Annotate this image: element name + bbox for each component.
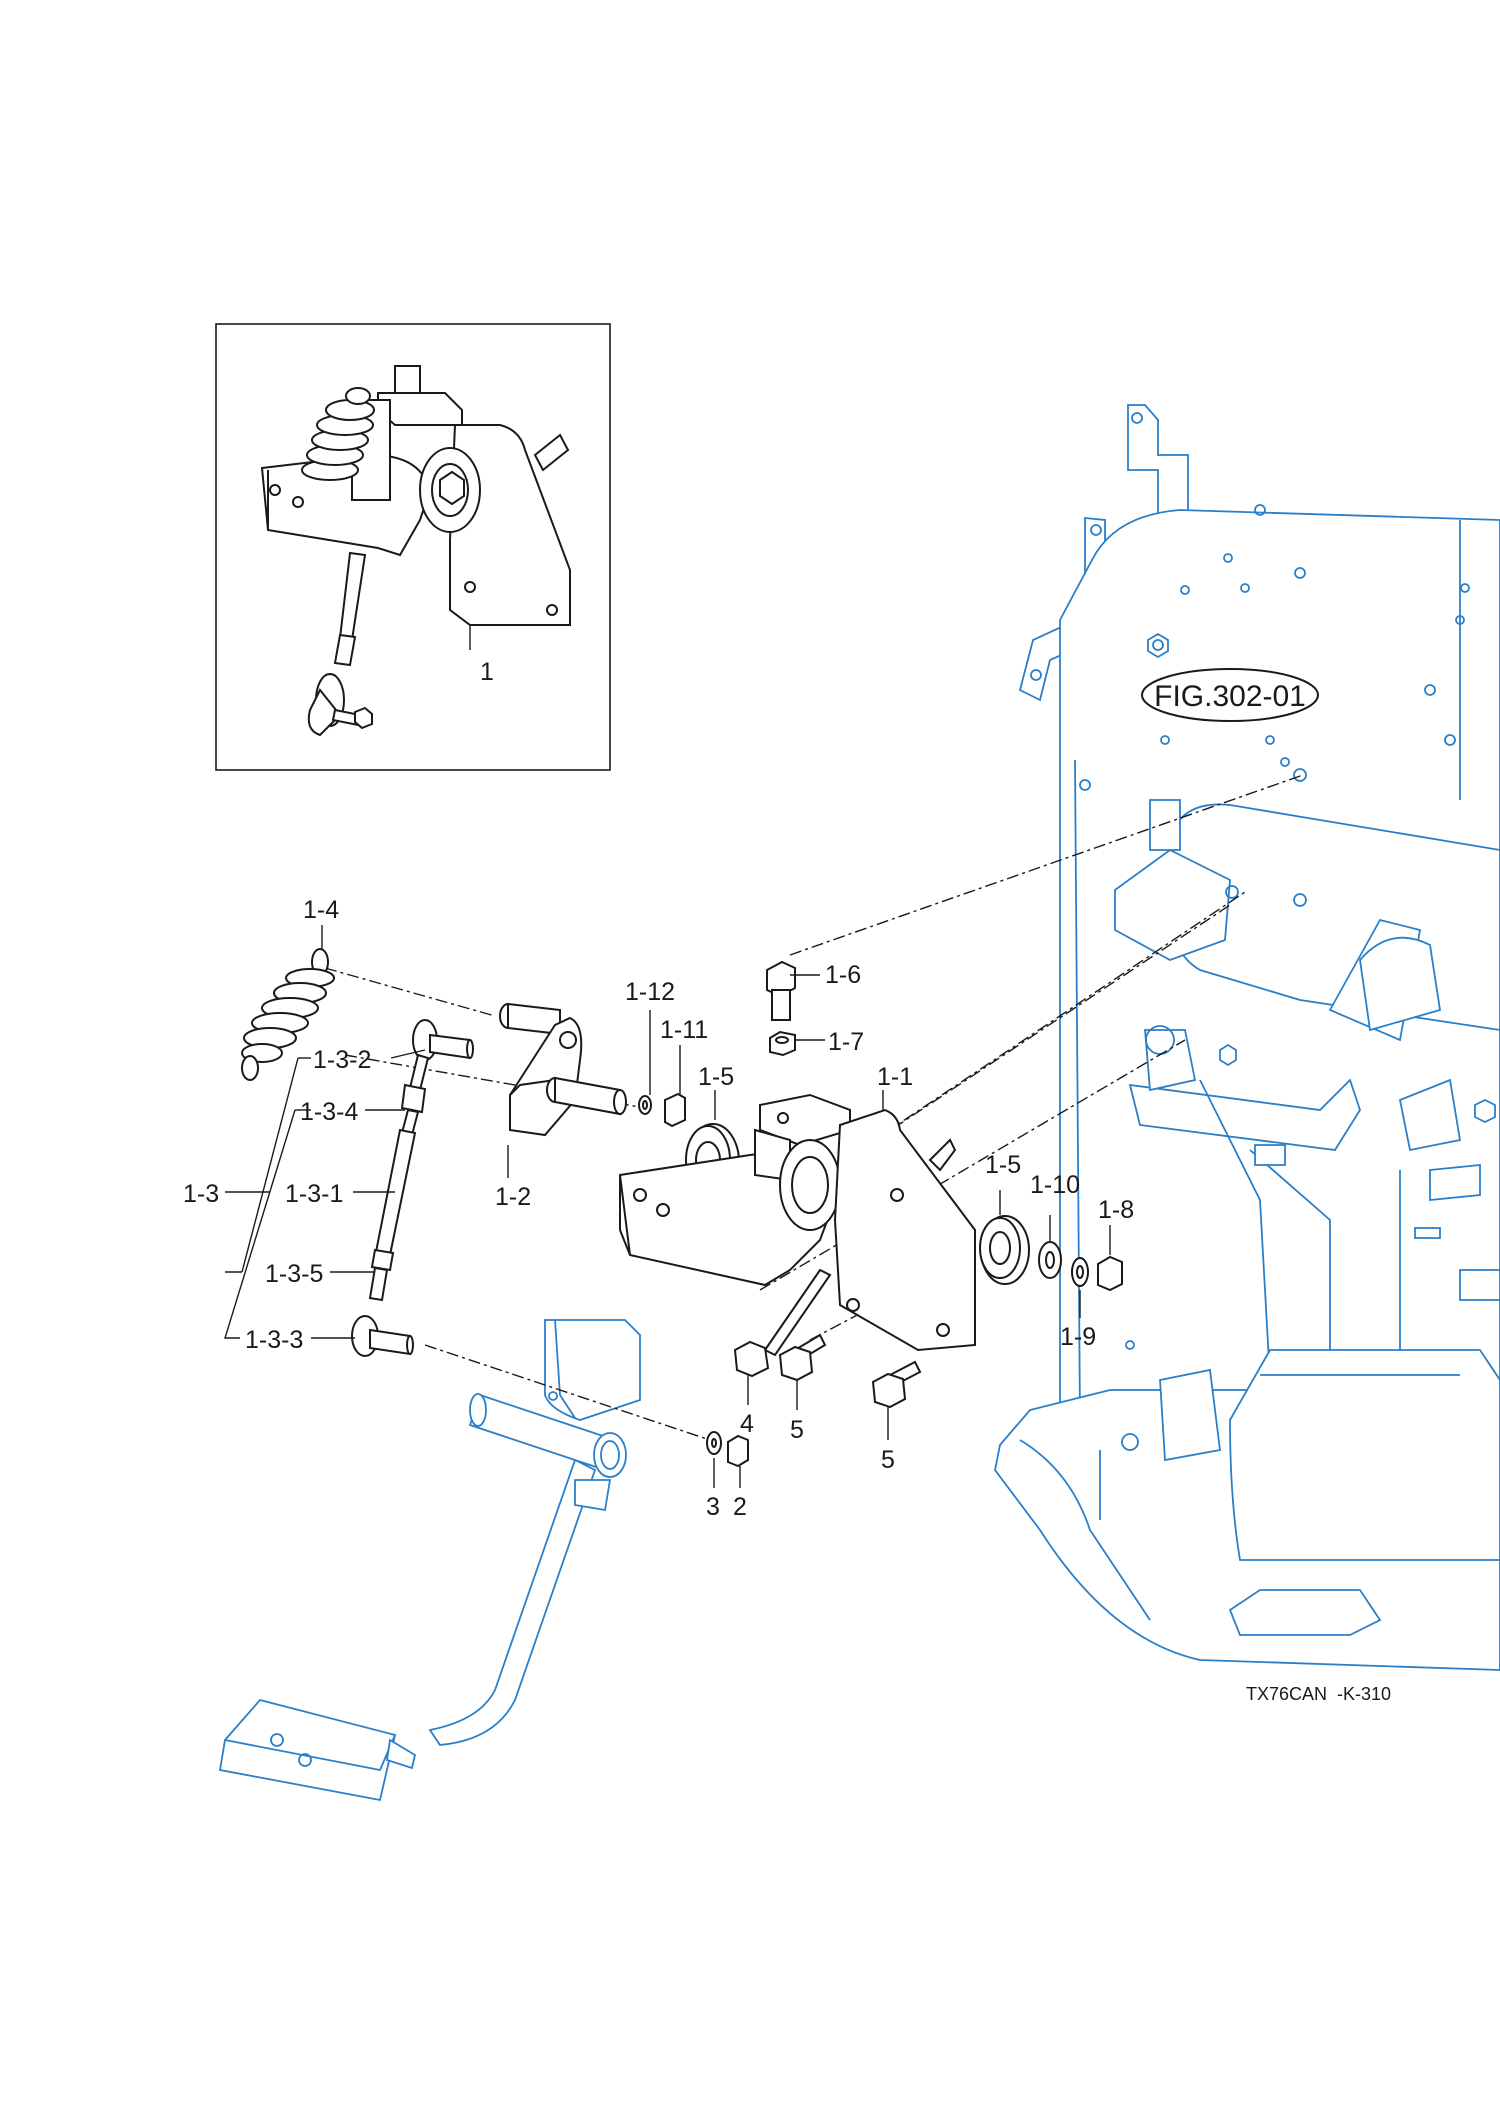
label-5-a: 5 [790, 1416, 804, 1444]
pedal-assembly [218, 1319, 641, 1802]
part-1-1-main-bracket [619, 1093, 976, 1352]
figure-reference-text[interactable]: FIG.302-01 [1154, 680, 1306, 713]
label-1-1: 1-1 [877, 1063, 913, 1091]
part-1-3-rod [351, 1019, 474, 1357]
part-1-4-spring [241, 948, 335, 1081]
leader-lines [224, 925, 1111, 1488]
inset-part-label: 1 [480, 658, 494, 686]
label-1-7: 1-7 [828, 1028, 864, 1056]
part-1-9-washer [1071, 1257, 1089, 1287]
part-1-11-nut [664, 1092, 686, 1128]
part-4-bolt [733, 1268, 832, 1378]
label-4: 4 [740, 1410, 754, 1438]
label-1-8: 1-8 [1098, 1196, 1134, 1224]
label-2: 2 [733, 1493, 747, 1521]
part-5-bolt-a [778, 1333, 827, 1382]
label-5-b: 5 [881, 1446, 895, 1474]
label-1-6: 1-6 [825, 961, 861, 989]
label-1-3-1: 1-3-1 [285, 1180, 343, 1208]
part-1-8-nut [1097, 1255, 1123, 1292]
part-3-washer [706, 1431, 722, 1455]
inset-assembly-view: 1 [215, 323, 611, 771]
part-1-6-bolt [766, 960, 796, 1021]
part-1-2-lever [499, 1002, 627, 1137]
label-1-12: 1-12 [625, 978, 675, 1006]
label-1-3: 1-3 [183, 1180, 219, 1208]
label-1-10: 1-10 [1030, 1171, 1080, 1199]
label-1-2: 1-2 [495, 1183, 531, 1211]
part-labels: 1-4 1-3-2 1-3-4 1-3 1-3-1 1-3-5 1-3-3 1-… [183, 896, 1134, 1521]
label-1-9: 1-9 [1060, 1323, 1096, 1351]
label-1-3-4: 1-3-4 [300, 1098, 358, 1126]
part-1-5-bearing-right [979, 1215, 1030, 1285]
part-1-7-nut [769, 1030, 796, 1057]
chassis-frame [994, 404, 1500, 1671]
part-2-nut [727, 1434, 749, 1468]
label-1-11: 1-11 [660, 1016, 708, 1044]
label-1-5-left: 1-5 [698, 1063, 734, 1091]
part-1-10-washer [1038, 1241, 1062, 1279]
label-3: 3 [706, 1493, 720, 1521]
label-1-3-2: 1-3-2 [313, 1046, 371, 1074]
figure-reference-badge[interactable]: FIG.302-01 [1141, 668, 1319, 722]
label-1-3-5: 1-3-5 [265, 1260, 323, 1288]
drawing-code: TX76CAN -K-310 [1246, 1684, 1391, 1704]
part-5-bolt-b [871, 1360, 922, 1409]
label-1-3-3: 1-3-3 [245, 1326, 303, 1354]
part-1-12-washer [638, 1095, 652, 1115]
label-1-5-right: 1-5 [985, 1151, 1021, 1179]
label-1-4: 1-4 [303, 896, 339, 924]
